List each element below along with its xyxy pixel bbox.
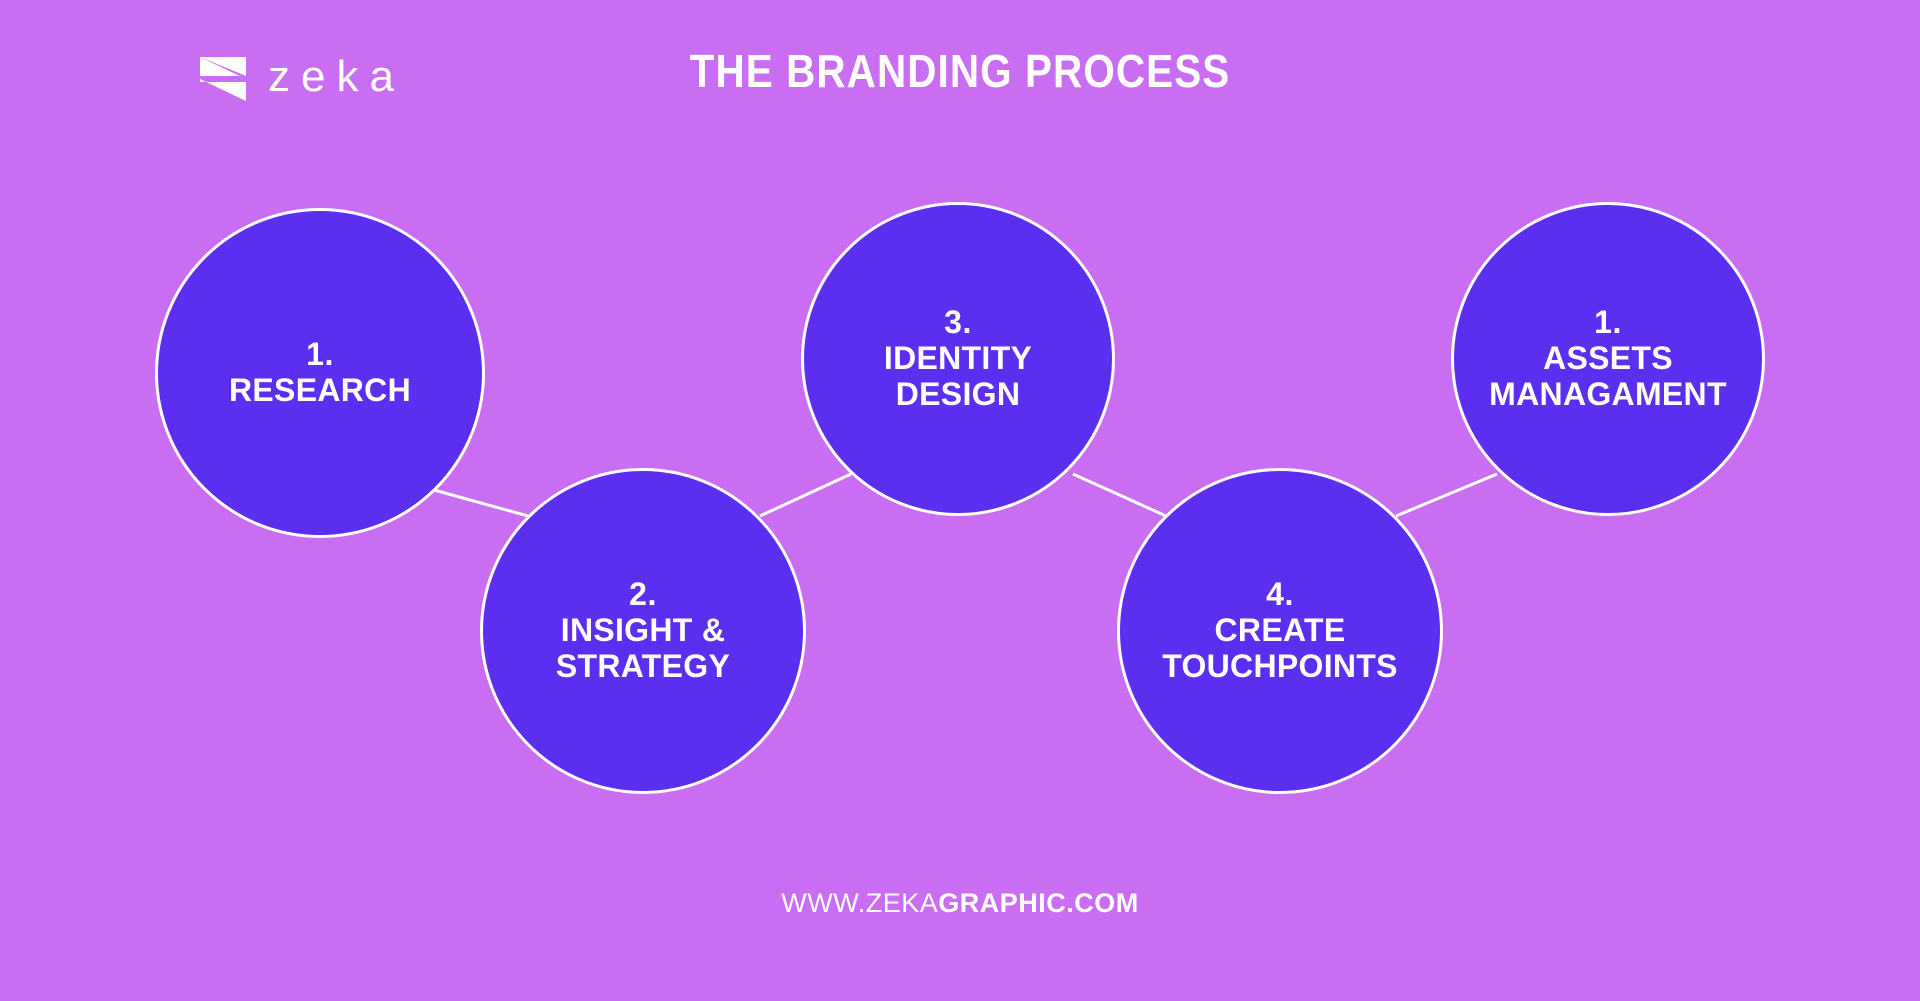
brand-logo[interactable]: zeka [200, 55, 405, 103]
footer-url-bold[interactable]: GRAPHIC.COM [938, 888, 1139, 918]
node-label: ASSETS MANAGAMENT [1489, 340, 1727, 412]
zeka-logo-mark-icon [200, 57, 246, 101]
connector-line-3 [1072, 472, 1167, 518]
process-node-1[interactable]: 1.RESEARCH [155, 208, 485, 538]
page-title: THE BRANDING PROCESS [689, 45, 1231, 97]
process-node-3[interactable]: 3.IDENTITY DESIGN [801, 202, 1115, 516]
node-label: RESEARCH [229, 372, 411, 408]
node-number: 4. [1266, 576, 1294, 613]
node-number: 1. [306, 336, 334, 373]
process-node-2[interactable]: 2.INSIGHT & STRATEGY [480, 468, 806, 794]
node-label: INSIGHT & STRATEGY [555, 612, 731, 684]
header: zeka THE BRANDING PROCESS [0, 0, 1920, 130]
node-label: CREATE TOUCHPOINTS [1162, 612, 1398, 684]
footer-url-light: WWW.ZEKA [781, 888, 939, 918]
brand-wordmark: zeka [268, 52, 405, 101]
process-node-4[interactable]: 4.CREATE TOUCHPOINTS [1117, 468, 1443, 794]
connector-line-2 [759, 472, 852, 518]
footer: WWW.ZEKAGRAPHIC.COM [0, 890, 1920, 917]
node-number: 1. [1594, 304, 1622, 341]
connector-line-1 [433, 488, 529, 518]
process-node-5[interactable]: 1.ASSETS MANAGAMENT [1451, 202, 1765, 516]
node-number: 2. [629, 576, 657, 613]
node-number: 3. [944, 304, 972, 341]
connector-line-4 [1395, 472, 1498, 518]
node-label: IDENTITY DESIGN [883, 340, 1033, 412]
